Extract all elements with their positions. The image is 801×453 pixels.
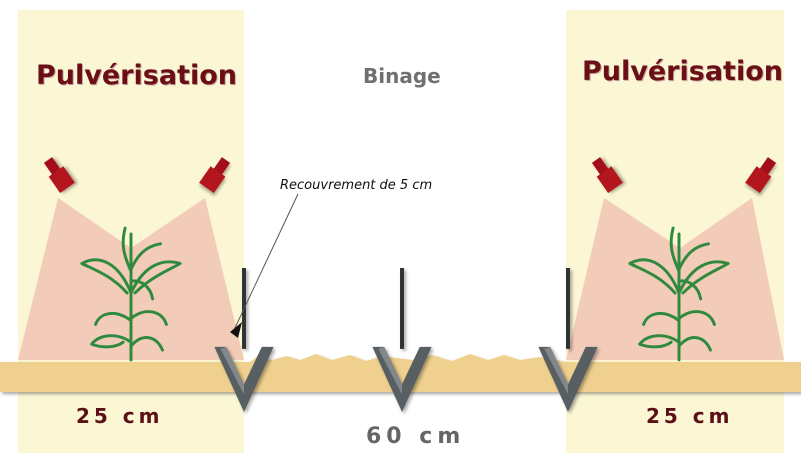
overlap-callout-arrowhead xyxy=(230,322,242,338)
left-width-label: 25 cm xyxy=(76,404,164,428)
center-zone-title: Binage xyxy=(363,64,441,88)
overlap-note: Recouvrement de 5 cm xyxy=(280,178,433,193)
right-width-label: 25 cm xyxy=(646,404,734,428)
overlap-callout-line xyxy=(233,193,299,331)
spray-nozzle-icon xyxy=(43,157,75,194)
spray-cone-right xyxy=(566,198,784,360)
soil-strip xyxy=(0,354,801,392)
spray-nozzle-icon xyxy=(591,157,623,194)
spray-nozzle-icon xyxy=(199,157,231,194)
center-width-label: 60 cm xyxy=(366,424,466,449)
right-zone-title: Pulvérisation xyxy=(582,56,783,87)
spray-nozzle-icon xyxy=(745,157,777,194)
left-zone-title: Pulvérisation xyxy=(36,60,237,91)
